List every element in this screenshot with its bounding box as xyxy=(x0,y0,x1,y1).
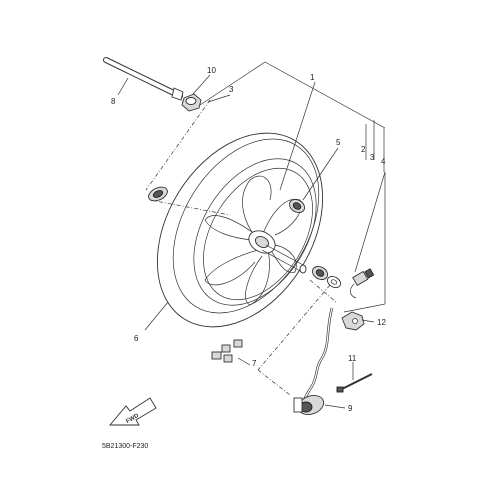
callout-8: 8 xyxy=(111,97,116,106)
callout-2: 2 xyxy=(361,145,366,154)
diagram-code: 5B21300-F230 xyxy=(102,443,148,450)
callout-9: 9 xyxy=(348,404,353,413)
cable-tie-part[interactable] xyxy=(336,373,373,393)
sensor-connector-part[interactable] xyxy=(350,268,375,299)
callout-11: 11 xyxy=(348,354,357,363)
callout-5: 5 xyxy=(336,138,341,147)
speed-sensor-part[interactable] xyxy=(293,307,334,418)
reference-frame xyxy=(199,61,386,313)
clips-part[interactable] xyxy=(211,339,243,363)
callout-3-right: 3 xyxy=(370,153,375,162)
axle-alignment-lines xyxy=(145,99,337,396)
callout-3-top: 3 xyxy=(229,85,234,94)
right-bearing-part[interactable] xyxy=(287,197,307,215)
callout-12: 12 xyxy=(377,318,386,327)
left-bearing-part[interactable] xyxy=(146,184,169,203)
wheel-tire-part[interactable] xyxy=(123,103,356,357)
fwd-arrow-icon: FWD xyxy=(109,397,157,426)
callout-4: 4 xyxy=(381,157,386,166)
axle-part[interactable] xyxy=(103,57,184,101)
callout-6: 6 xyxy=(134,334,139,343)
washer-part[interactable] xyxy=(325,274,342,290)
axle-nut-part[interactable] xyxy=(181,93,202,112)
wheel-hub xyxy=(248,230,307,274)
sensor-bracket-part[interactable] xyxy=(341,311,365,331)
callout-1: 1 xyxy=(310,73,315,82)
callout-7: 7 xyxy=(252,359,257,368)
callout-leaders xyxy=(117,74,375,409)
collar-part[interactable] xyxy=(310,264,330,282)
callout-10: 10 xyxy=(207,66,216,75)
